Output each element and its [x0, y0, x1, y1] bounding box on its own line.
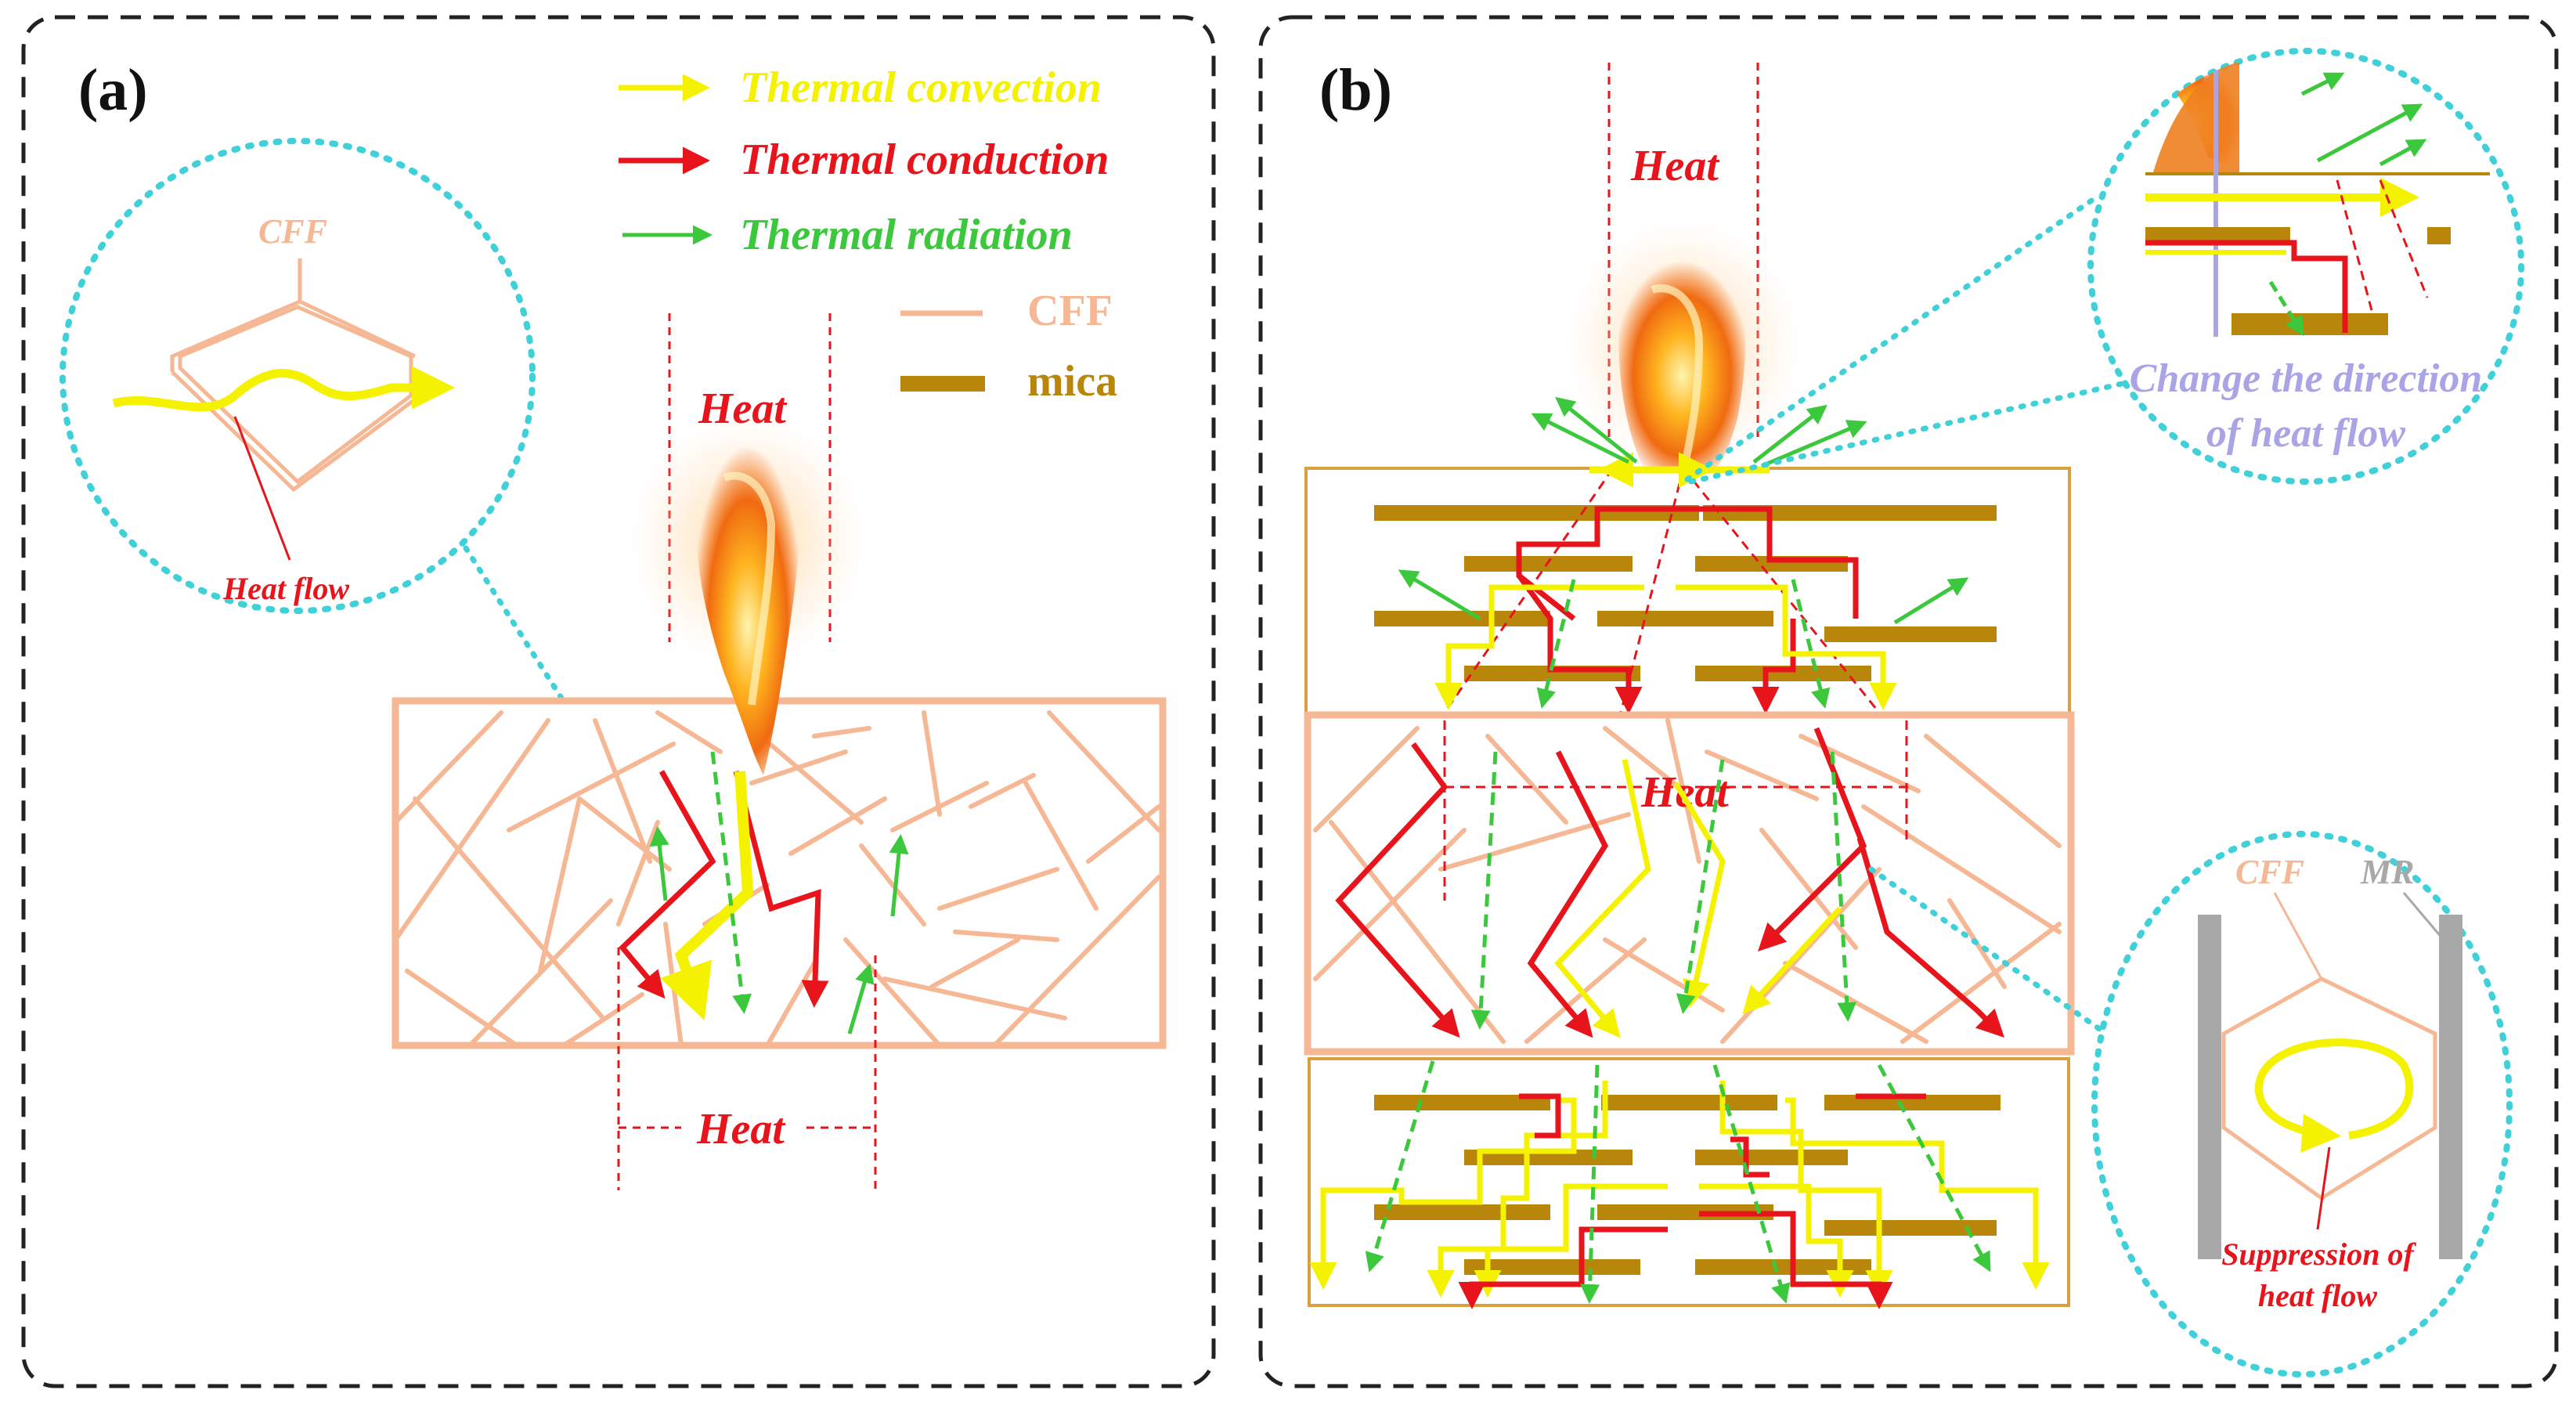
zoom-a-heat-flow-label: Heat flow: [222, 571, 349, 606]
panel-a-composite: [391, 415, 1167, 1049]
legend-mica-label: mica: [1027, 357, 1117, 406]
zoom-circle-b-top: Change the direction of heat flow: [2087, 48, 2524, 485]
zoom-b-mr-bar-left: [2198, 915, 2221, 1259]
zoom-b-bottom-caption-line2: heat flow: [2258, 1278, 2378, 1313]
zoom-b-bottom-caption-line1: Suppression of: [2221, 1237, 2416, 1272]
panel-a-heat-bottom-label: Heat: [696, 1105, 785, 1153]
zoom-a-heat-flow-arrow: [112, 366, 455, 412]
legend-conduction-label: Thermal conduction: [740, 135, 1109, 184]
panel-b-label: (b): [1319, 57, 1392, 123]
legend: Thermal convection Thermal conduction Th…: [619, 63, 1117, 406]
panel-b-mica-layer-top: [1304, 396, 2071, 717]
panel-b-heat-top-label: Heat: [1630, 142, 1719, 190]
zoom-b-top-caption-line1: Change the direction: [2130, 356, 2483, 401]
zoom-b-top-connector-1: [1684, 193, 2102, 482]
zoom-b-mr-bar-right: [2439, 915, 2462, 1259]
legend-convection-label: Thermal convection: [740, 63, 1102, 112]
zoom-b-top-connector-2: [1688, 381, 2125, 485]
panel-a-heat-bottom: Heat: [617, 948, 877, 1190]
panel-b-frame: [1258, 15, 2559, 1388]
panel-b-flame: [1618, 261, 1745, 470]
zoom-b-top-caption-line2: of heat flow: [2206, 411, 2406, 456]
zoom-a-cff-label: CFF: [258, 212, 327, 251]
panel-b-cff-layer: Heat: [1304, 711, 2075, 1056]
panel-a-frame: [21, 15, 1216, 1388]
zoom-circle-b-bottom: CFF MR Suppression of heat flow: [2091, 831, 2513, 1377]
zoom-b-bottom-mr-label: MR: [2360, 853, 2414, 891]
legend-radiation-label: Thermal radiation: [740, 211, 1073, 259]
zoom-b-bottom-loop-arrow: [2254, 1038, 2414, 1153]
panel-a-label: (a): [78, 57, 148, 123]
zoom-b-bottom-cff-label: CFF: [2235, 853, 2304, 891]
zoom-circle-a: CFF Heat flow: [60, 138, 536, 614]
legend-cff-label: CFF: [1027, 287, 1113, 335]
legend-mica-swatch: [900, 376, 985, 392]
zoom-b-bottom-connector: [1868, 866, 2109, 1037]
panel-b-mica-layer-bottom: [1308, 1057, 2070, 1309]
panel-b-heat-top: Heat: [1566, 63, 1801, 471]
